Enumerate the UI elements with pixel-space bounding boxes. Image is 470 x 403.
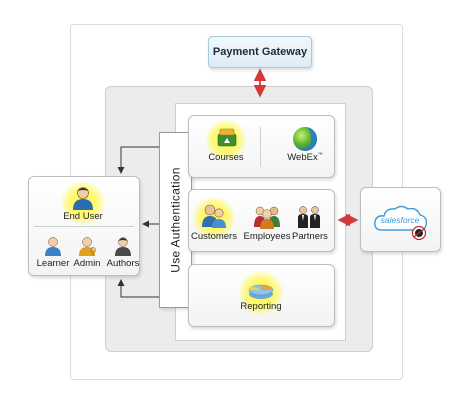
partners-label: Partners xyxy=(292,231,328,242)
webex-text: WebEx xyxy=(287,152,318,164)
learner-label: Learner xyxy=(36,258,70,269)
auth-connector-top xyxy=(117,146,160,174)
admin-label: Admin xyxy=(73,258,101,269)
end-user-icon xyxy=(73,187,93,210)
end-user-divider xyxy=(34,226,134,227)
webex-trademark: ™ xyxy=(317,152,323,158)
reporting-icon xyxy=(248,284,274,299)
courses-divider xyxy=(260,127,261,167)
auth-connector-bottom xyxy=(117,279,160,298)
courses-icon xyxy=(217,128,237,147)
employees-label: Employees xyxy=(243,231,291,242)
salesforce-logo-text: salesforce xyxy=(381,215,420,225)
admin-icon xyxy=(79,237,96,256)
partners-icon xyxy=(298,206,320,228)
webex-label: WebEx™ xyxy=(283,152,327,163)
payment-gateway-box: Payment Gateway xyxy=(208,36,312,68)
end-user-label: End User xyxy=(63,211,103,222)
authentication-label: Use Authentication xyxy=(168,167,183,273)
salesforce-logo: salesforce xyxy=(374,205,428,241)
payment-gateway-label: Payment Gateway xyxy=(212,46,308,58)
webex-icon xyxy=(293,127,317,151)
learner-icon xyxy=(45,237,61,256)
reporting-label: Reporting xyxy=(240,301,282,312)
customers-icon xyxy=(202,204,226,228)
authors-icon xyxy=(115,237,131,256)
authors-label: Authors xyxy=(106,258,140,269)
courses-label: Courses xyxy=(208,152,244,163)
employees-icon xyxy=(254,206,280,229)
customers-label: Customers xyxy=(191,231,237,242)
